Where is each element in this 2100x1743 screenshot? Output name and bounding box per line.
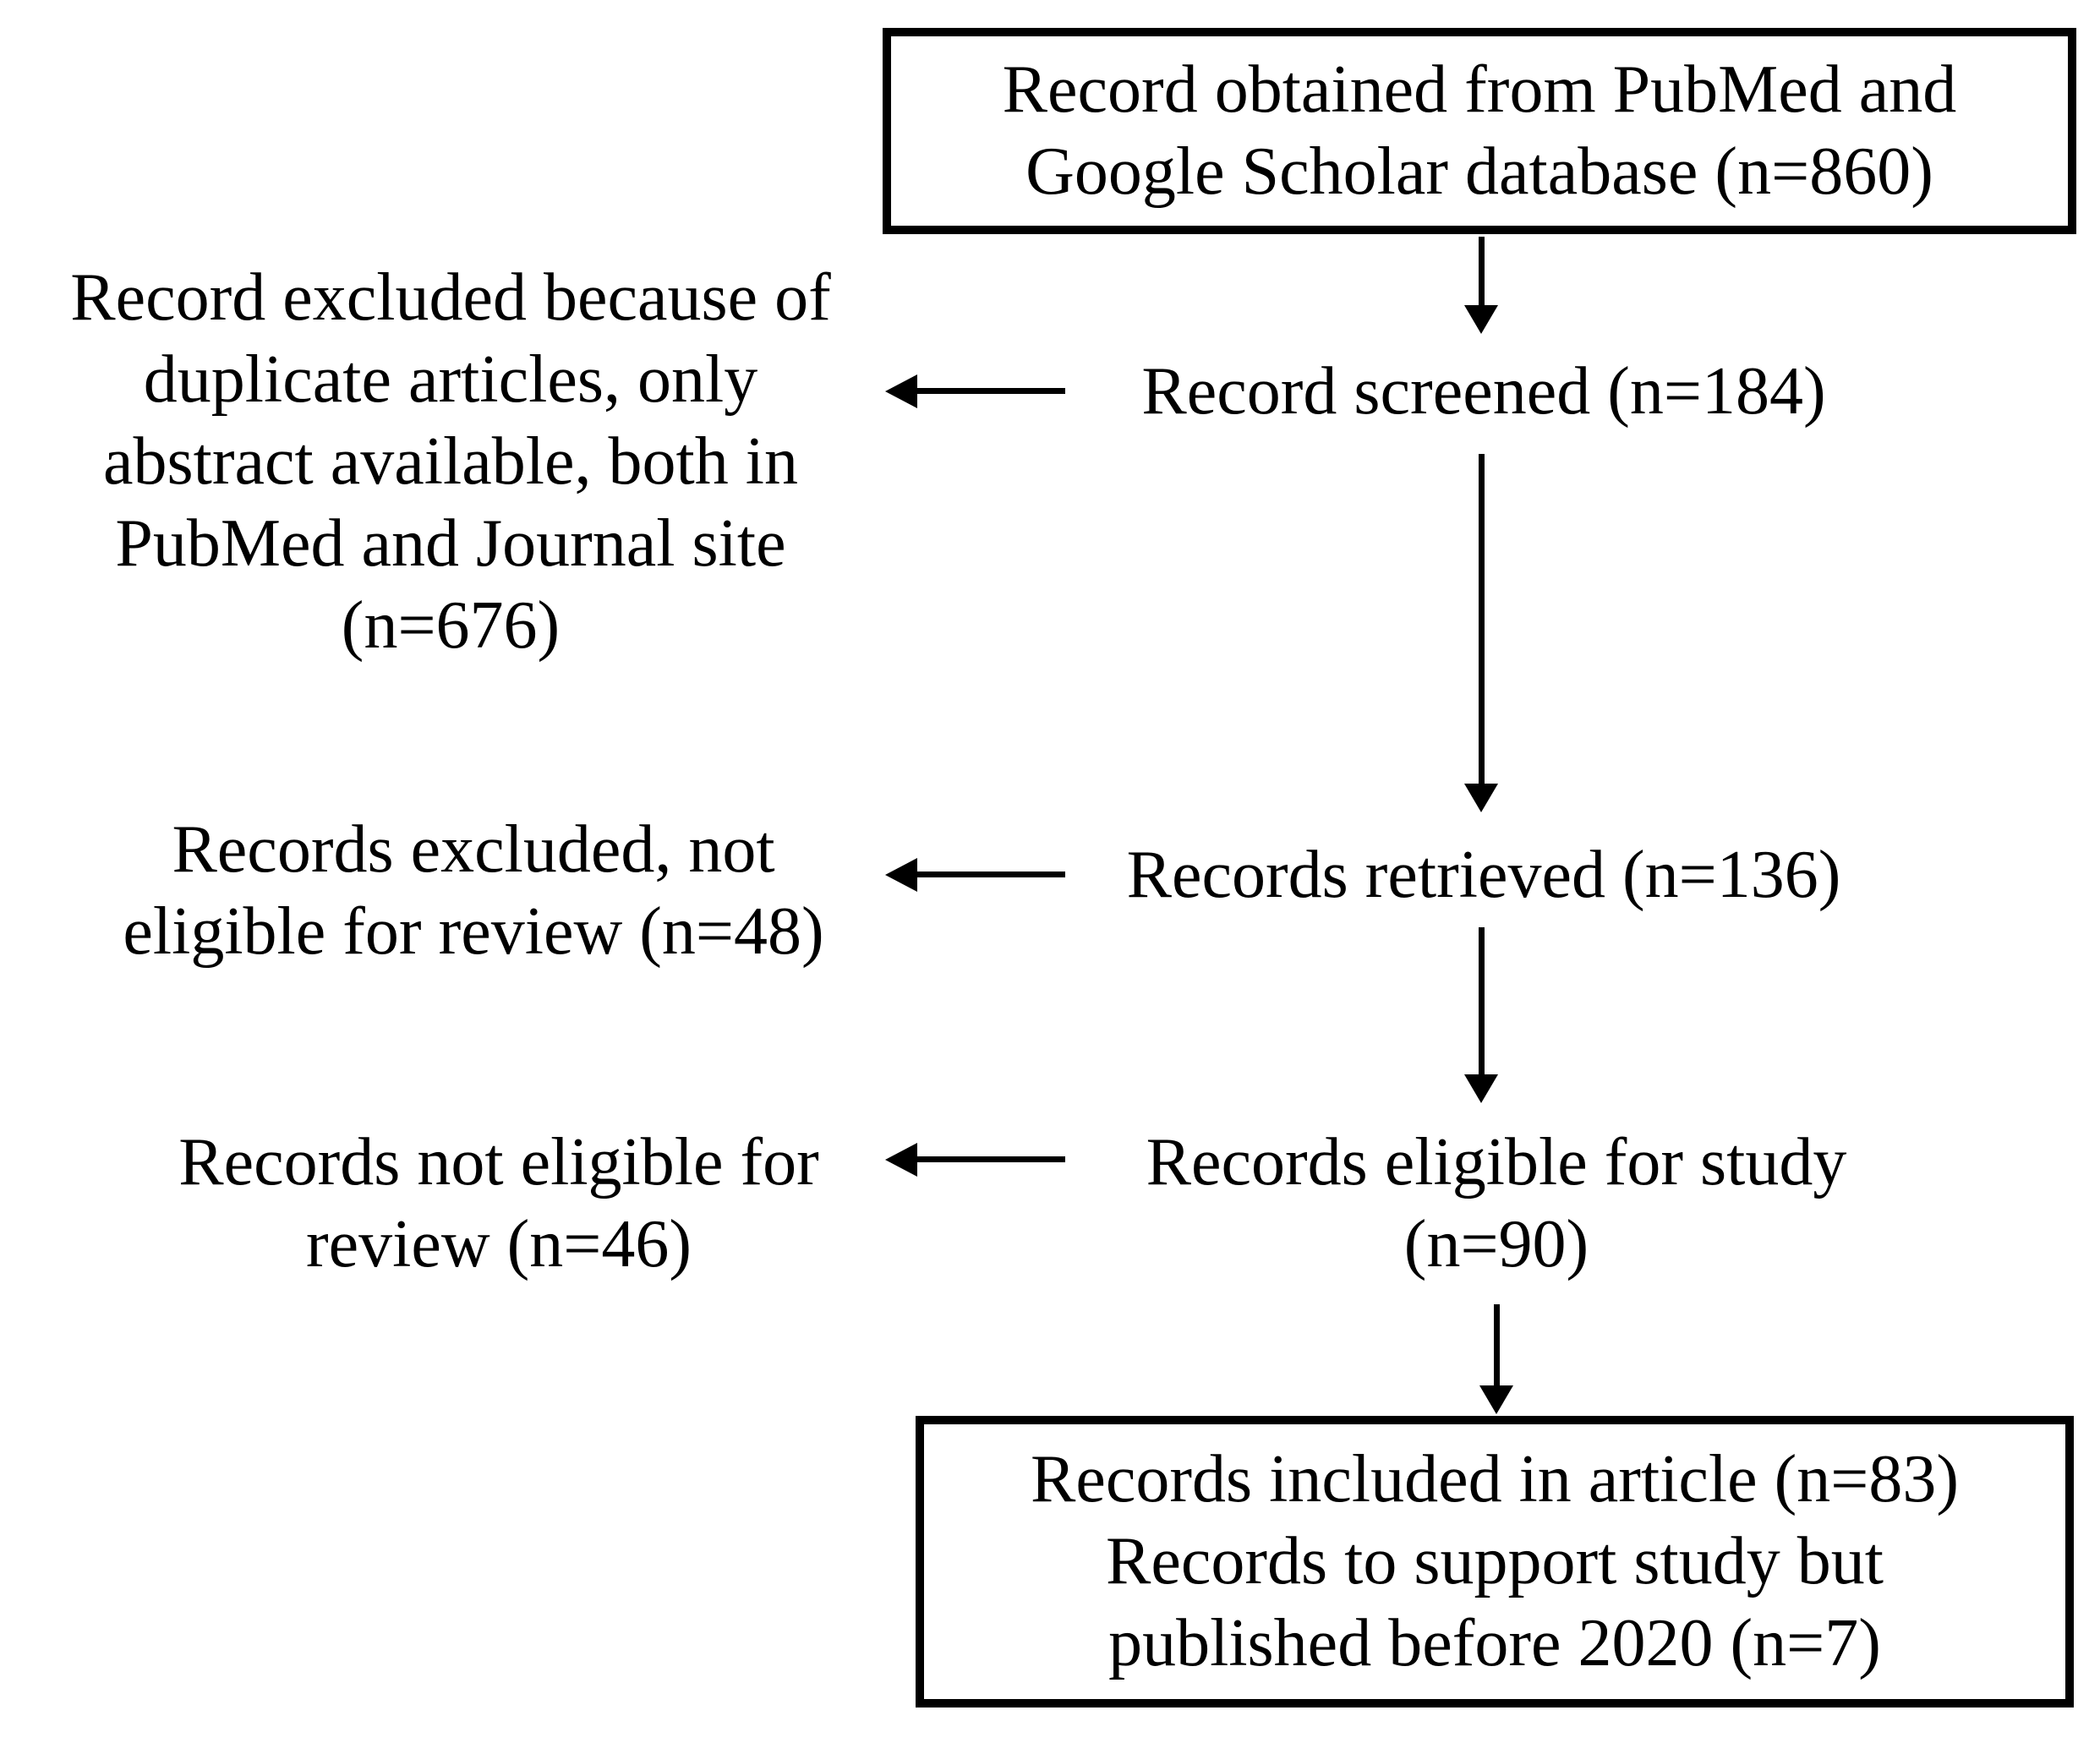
node-not-eligible-review-line-2: review (n=46) — [305, 1207, 692, 1281]
arrowhead-left-icon — [885, 1143, 917, 1177]
node-records-obtained-line-2: Google Scholar database (n=860) — [1025, 134, 1933, 209]
node-not-eligible-review: Records not eligible for review (n=46) — [68, 1122, 930, 1286]
node-excluded-not-eligible: Records excluded, not eligible for revie… — [42, 809, 905, 973]
node-excluded-duplicates-line-3: abstract available, both in — [103, 424, 798, 499]
node-records-included: Records included in article (n=83) Recor… — [916, 1416, 2074, 1707]
node-records-included-line-3: published before 2020 (n=7) — [1108, 1606, 1881, 1680]
node-records-included-line-2: Records to support study but — [1106, 1524, 1884, 1598]
arrow-shaft — [1479, 927, 1485, 1076]
arrow-shaft — [1494, 1304, 1500, 1387]
node-excluded-duplicates-line-4: PubMed and Journal site — [115, 506, 786, 581]
arrowhead-down-icon — [1464, 784, 1498, 812]
node-records-retrieved-line-1: Records retrieved (n=136) — [1126, 838, 1841, 912]
arrowhead-down-icon — [1479, 1385, 1513, 1414]
node-records-eligible-line-2: (n=90) — [1403, 1207, 1589, 1281]
node-records-included-line-1: Records included in article (n=83) — [1030, 1442, 1960, 1516]
arrowhead-left-icon — [885, 858, 917, 892]
node-excluded-not-eligible-line-2: eligible for review (n=48) — [123, 894, 824, 969]
node-excluded-not-eligible-line-1: Records excluded, not — [172, 812, 775, 887]
arrowhead-left-icon — [885, 374, 917, 408]
node-excluded-duplicates: Record excluded because of duplicate art… — [11, 257, 890, 667]
arrow-shaft — [916, 872, 1065, 877]
node-not-eligible-review-line-1: Records not eligible for — [178, 1125, 819, 1199]
node-records-obtained: Record obtained from PubMed and Google S… — [883, 28, 2076, 234]
arrow-shaft — [1479, 237, 1485, 307]
node-records-eligible-line-1: Records eligible for study — [1146, 1125, 1847, 1199]
arrow-shaft — [916, 1156, 1065, 1162]
arrowhead-down-icon — [1464, 305, 1498, 334]
node-excluded-duplicates-line-5: (n=676) — [341, 588, 561, 663]
arrowhead-down-icon — [1464, 1074, 1498, 1103]
node-records-obtained-line-1: Record obtained from PubMed and — [1002, 52, 1957, 127]
node-records-screened-line-1: Record screened (n=184) — [1141, 354, 1826, 429]
arrow-shaft — [916, 388, 1065, 394]
node-records-eligible: Records eligible for study (n=90) — [1074, 1122, 1919, 1286]
node-records-retrieved: Records retrieved (n=136) — [1061, 834, 1906, 916]
arrow-shaft — [1479, 454, 1485, 785]
node-excluded-duplicates-line-2: duplicate articles, only — [143, 342, 758, 417]
node-records-screened: Record screened (n=184) — [1061, 351, 1906, 433]
node-excluded-duplicates-line-1: Record excluded because of — [70, 260, 831, 335]
